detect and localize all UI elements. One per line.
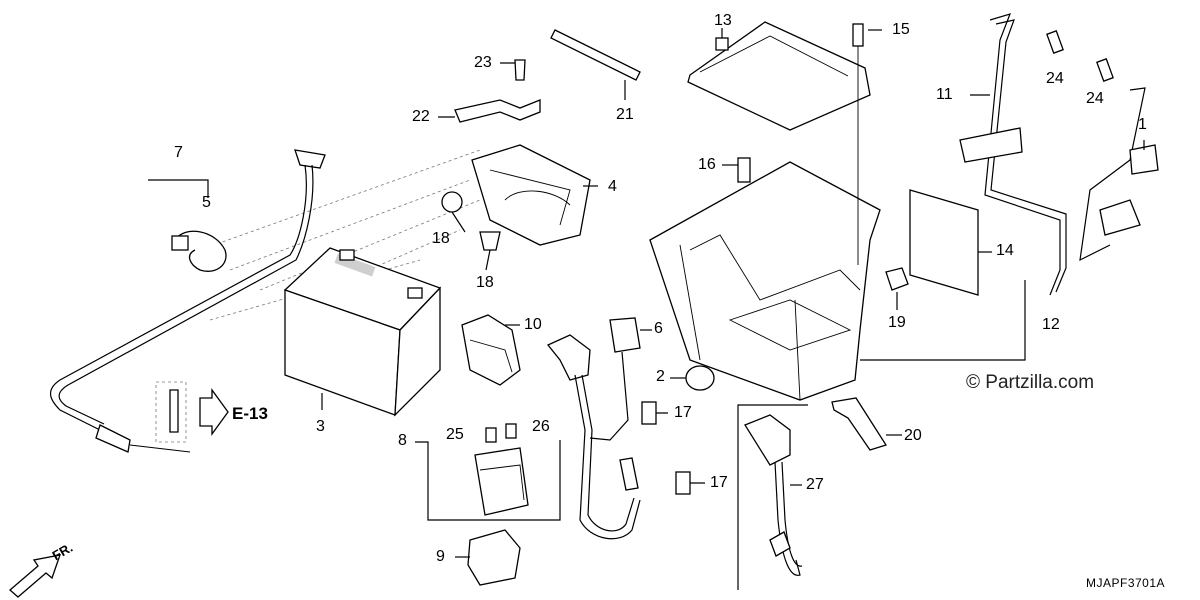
clip-part (885, 267, 909, 310)
bolt-part (722, 157, 751, 183)
ground-cable-part (50, 149, 326, 453)
callout-22: 22 (412, 108, 430, 125)
front-direction-arrow-icon (9, 554, 61, 598)
callout-18-upper: 18 (432, 230, 450, 247)
callout-5: 5 (202, 194, 211, 211)
callout-21: 21 (616, 106, 634, 123)
callout-3: 3 (316, 418, 325, 435)
sensor-part (1129, 140, 1159, 175)
bolt-part (1046, 30, 1114, 82)
rubber-band-part (550, 29, 641, 100)
terminal-cover-cable-part (737, 404, 808, 590)
assembly-guide-lines (199, 149, 481, 321)
bolt-part (641, 401, 705, 495)
callout-12: 12 (1042, 316, 1060, 333)
fuse-box-part (455, 529, 521, 586)
callout-27: 27 (806, 476, 824, 493)
rubber-strap-part (831, 397, 902, 451)
callout-17-upper: 17 (674, 404, 692, 421)
callout-23: 23 (474, 54, 492, 71)
callout-24-left: 24 (1046, 70, 1064, 87)
relay-cover-part (461, 314, 521, 386)
callout-7: 7 (174, 144, 183, 161)
callout-1: 1 (1138, 116, 1147, 133)
reference-label: E-13 (232, 404, 268, 423)
callout-8: 8 (398, 432, 407, 449)
diagram-code: MJAPF3701A (1086, 576, 1166, 590)
battery-part (283, 247, 442, 417)
positive-cable-part (546, 334, 641, 540)
watermark: © Partzilla.com (966, 372, 1095, 393)
starter-relay-part (415, 423, 561, 521)
battery-tray-part (687, 21, 871, 131)
rubber-mount-part (670, 365, 715, 391)
battery-box-part (649, 161, 1026, 401)
pad-part (909, 189, 992, 296)
bolt-part (852, 23, 882, 265)
callout-20: 20 (904, 427, 922, 444)
callout-14: 14 (996, 242, 1014, 259)
callout-4: 4 (608, 178, 617, 195)
callout-11: 11 (936, 86, 953, 103)
callout-18-lower: 18 (476, 274, 494, 291)
callout-24-right: 24 (1086, 90, 1104, 107)
battery-cover-part (471, 144, 598, 246)
callout-6: 6 (654, 320, 663, 337)
callout-17-lower: 17 (710, 474, 728, 491)
callout-16: 16 (698, 156, 716, 173)
callout-9: 9 (436, 548, 445, 565)
battery-bracket-part (959, 13, 1146, 296)
battery-holder-plate-part (438, 59, 541, 123)
callout-26: 26 (532, 418, 550, 435)
callout-19: 19 (888, 314, 906, 331)
clip-part (441, 191, 501, 271)
callout-25: 25 (446, 426, 464, 443)
reference-arrow-icon (155, 381, 229, 443)
callout-2: 2 (656, 368, 665, 385)
callout-10: 10 (524, 316, 542, 333)
coupler-part (609, 317, 652, 353)
cable-band-part (148, 179, 227, 272)
callout-15: 15 (892, 21, 910, 38)
callout-13: 13 (714, 12, 732, 29)
